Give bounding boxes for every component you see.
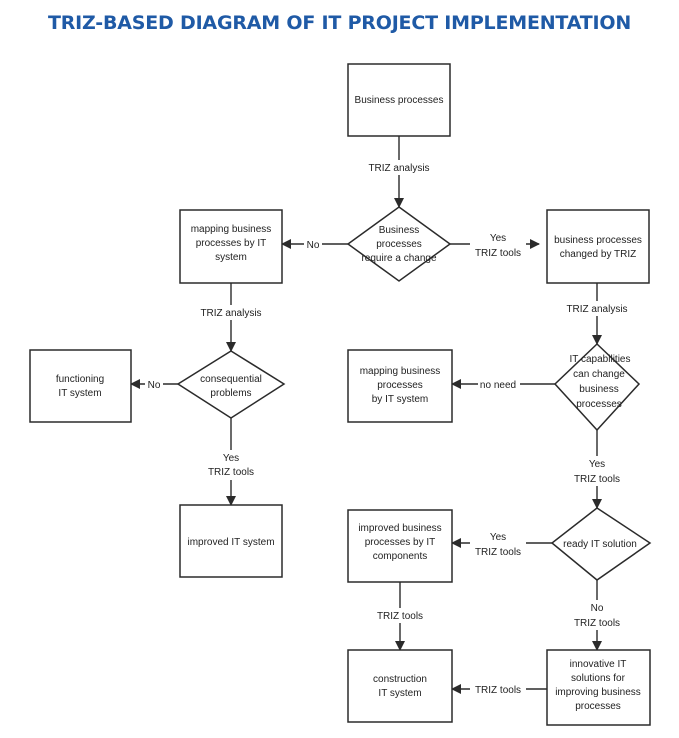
node-label-functioning-1: functioning (56, 374, 104, 385)
node-label-construction-2: IT system (378, 688, 421, 699)
node-require-change: Business processes require a change (346, 206, 452, 282)
edge-label-e1: TRIZ analysis (368, 163, 429, 174)
node-improved-business-processes: improved business processes by IT compon… (347, 509, 453, 583)
node-label-changed-2: changed by TRIZ (560, 249, 637, 260)
node-label-functioning-2: IT system (58, 388, 101, 399)
edge-label-e4: TRIZ analysis (200, 308, 261, 319)
node-construction-it-system: construction IT system (347, 649, 453, 723)
node-mapping-by-it-2: mapping business processes by IT system (347, 349, 453, 423)
node-label-innovative-3: improving business (555, 687, 641, 698)
node-label-improved-bp-3: components (373, 551, 427, 562)
edge-label-e10-1: Yes (490, 532, 506, 543)
edge-label-e8: no need (480, 380, 516, 391)
node-label-mapping2-2: processes (377, 380, 423, 391)
edge-label-e3-1: Yes (490, 233, 506, 244)
node-label-mapping-2: processes by IT (196, 238, 267, 249)
diagram-title: TRIZ-BASED DIAGRAM OF IT PROJECT IMPLEME… (47, 12, 632, 34)
edge-label-e9-1: Yes (589, 459, 605, 470)
node-label-improved-bp-1: improved business (358, 523, 441, 534)
node-label-mapping2-3: by IT system (372, 394, 429, 405)
node-label-require-change-1: Business (379, 225, 420, 236)
node-label-innovative-1: innovative IT (570, 659, 627, 670)
node-label-mapping-1: mapping business (191, 224, 272, 235)
node-label-construction-1: construction (373, 674, 427, 685)
node-it-capabilities: IT capabilities can change business proc… (553, 342, 641, 432)
node-label-mapping2-1: mapping business (360, 366, 441, 377)
node-label-cap-2: can change (573, 369, 625, 380)
node-label-cap-1: IT capabilities (570, 354, 631, 365)
edge-label-e11-1: No (591, 603, 604, 614)
node-improved-it-system: improved IT system (179, 504, 283, 578)
node-innovative-it-solutions: innovative IT solutions for improving bu… (546, 649, 651, 726)
node-label-require-change-3: require a change (361, 253, 436, 264)
edge-labels: TRIZ analysis No Yes TRIZ tools TRIZ ana… (145, 160, 632, 697)
node-label-innovative-4: processes (575, 701, 621, 712)
node-label-improved-it: improved IT system (187, 537, 274, 548)
node-label-ready: ready IT solution (563, 539, 637, 550)
node-label-conseq-1: consequential (200, 374, 262, 385)
node-consequential-problems: consequential problems (176, 350, 286, 419)
edge-label-e5: No (148, 380, 161, 391)
node-label-innovative-2: solutions for (571, 673, 626, 684)
edge-label-e7: TRIZ analysis (566, 304, 627, 315)
node-label-conseq-2: problems (210, 388, 251, 399)
node-label-changed-1: business processes (554, 235, 642, 246)
node-ready-it-solution: ready IT solution (550, 507, 652, 581)
edge-label-e3-2: TRIZ tools (475, 248, 521, 259)
node-label-business-processes: Business processes (355, 95, 444, 106)
node-label-cap-3: business (579, 384, 618, 395)
node-label-improved-bp-2: processes by IT (365, 537, 436, 548)
edge-label-e13: TRIZ tools (475, 685, 521, 696)
node-business-processes: Business processes (347, 63, 451, 137)
edge-label-e11-2: TRIZ tools (574, 618, 620, 629)
edge-label-e12: TRIZ tools (377, 611, 423, 622)
edge-label-e9-2: TRIZ tools (574, 474, 620, 485)
node-label-require-change-2: processes (376, 239, 422, 250)
edge-label-e6-2: TRIZ tools (208, 467, 254, 478)
node-label-cap-4: processes (576, 399, 622, 410)
edge-label-e6-1: Yes (223, 453, 239, 464)
edge-label-e2: No (307, 240, 320, 251)
edge-label-e10-2: TRIZ tools (475, 547, 521, 558)
node-mapping-by-it: mapping business processes by IT system (179, 209, 283, 284)
node-functioning-it-system: functioning IT system (29, 349, 132, 423)
node-changed-by-triz: business processes changed by TRIZ (546, 209, 650, 284)
node-label-mapping-3: system (215, 252, 247, 263)
